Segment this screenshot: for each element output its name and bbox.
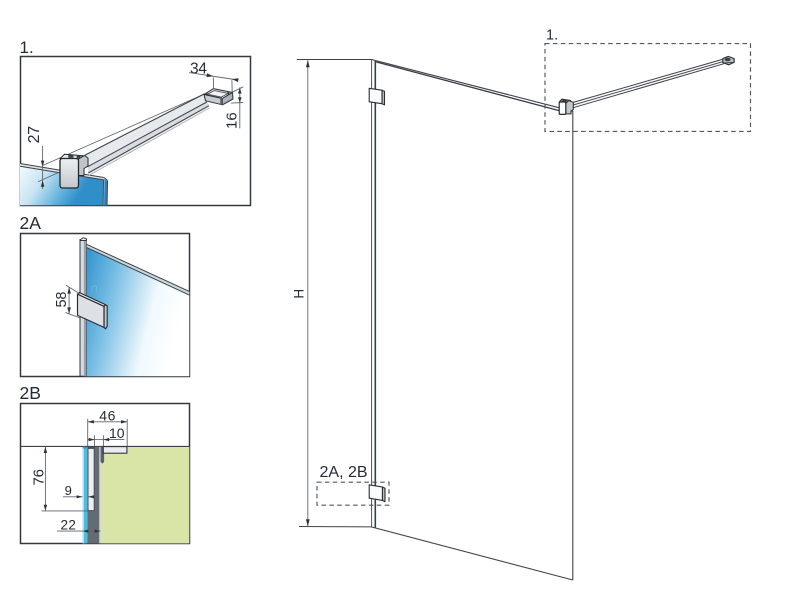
svg-text:9: 9 <box>65 483 72 498</box>
svg-text:10: 10 <box>109 425 125 441</box>
svg-text:2A, 2B: 2A, 2B <box>320 464 368 481</box>
svg-text:2A: 2A <box>20 213 42 233</box>
svg-text:16: 16 <box>223 112 240 129</box>
svg-text:H: H <box>291 289 306 299</box>
svg-text:1.: 1. <box>546 28 558 44</box>
svg-text:1.: 1. <box>20 38 34 57</box>
svg-text:58: 58 <box>54 292 70 308</box>
svg-text:46: 46 <box>99 407 115 423</box>
svg-text:27: 27 <box>26 126 43 144</box>
svg-text:2B: 2B <box>20 383 41 403</box>
svg-text:22: 22 <box>60 518 76 533</box>
svg-text:76: 76 <box>31 469 48 486</box>
